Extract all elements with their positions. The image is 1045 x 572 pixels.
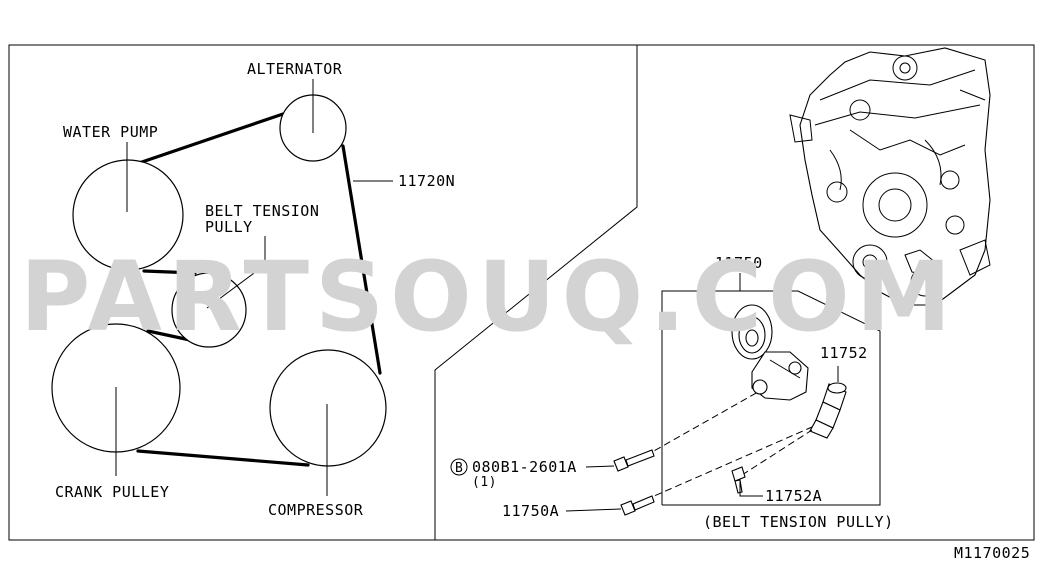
small-bolt-part-number: 11752A <box>765 487 822 505</box>
water-pump-pulley <box>72 159 184 271</box>
belt-segment <box>142 269 197 275</box>
tensioner-assembly <box>731 304 809 401</box>
leader-line <box>206 236 266 309</box>
belt-part-number: 11720N <box>398 172 455 190</box>
detail-box <box>661 290 881 506</box>
plunger-part-number: 11752 <box>820 344 868 362</box>
assembly-line <box>644 426 813 501</box>
compressor-pulley <box>269 349 387 467</box>
crank-pulley-label: CRANK PULLEY <box>55 483 169 501</box>
belt-segment <box>146 329 192 342</box>
bolt-marker: B <box>455 461 463 476</box>
belt-tension-label-2: PULLY <box>205 218 253 236</box>
bolt-080b1 <box>613 449 655 472</box>
drawing-number: M1170025 <box>954 544 1030 562</box>
leader-line <box>585 465 615 468</box>
diagram-frame <box>8 44 1035 541</box>
belt-segment <box>136 449 310 467</box>
bolt-11750a <box>620 495 655 516</box>
belt-segment <box>341 144 382 375</box>
bolt-part-number: 080B1-2601A <box>472 458 577 476</box>
tensioner-plunger <box>809 382 847 439</box>
detail-caption: (BELT TENSION PULLY) <box>703 513 894 531</box>
bolt-quantity: (1) <box>472 475 497 490</box>
assembly-line <box>741 429 813 476</box>
alternator-label: ALTERNATOR <box>247 60 343 78</box>
belt-tension-label: BELT TENSION <box>205 202 319 220</box>
water-pump-label: WATER PUMP <box>63 123 158 141</box>
belt-tension-pulley <box>171 272 247 348</box>
tensioner-detail: 11750 11752 B 080B1-2601A (1) 11750A 117… <box>450 254 894 531</box>
compressor-label: COMPRESSOR <box>268 501 364 519</box>
bolt-11752a <box>731 466 746 494</box>
watermark: PARTSOUQ.COM <box>20 241 957 353</box>
engine-block-illustration <box>789 47 991 306</box>
bolt-marker-circle <box>450 458 468 476</box>
belt-routing-layout: ALTERNATOR WATER PUMP 11720N BELT TENSIO… <box>51 60 455 519</box>
assembly-part-number: 11750 <box>715 254 763 272</box>
leader-line <box>565 508 622 512</box>
bolt2-part-number: 11750A <box>502 502 559 520</box>
belt-segment <box>137 112 285 165</box>
leader-line <box>739 481 763 497</box>
panel-divider <box>434 45 638 540</box>
